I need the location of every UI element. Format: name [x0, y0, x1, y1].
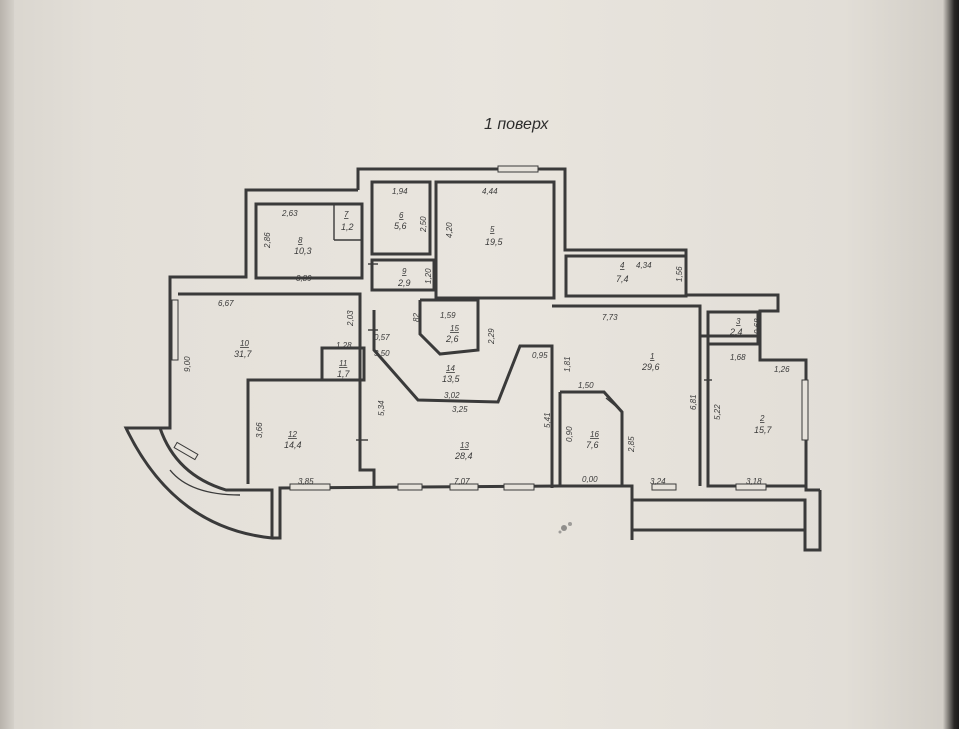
windows [171, 165, 809, 491]
room-1-area: 29,6 [641, 362, 660, 372]
dimension: 5,22 [713, 404, 722, 420]
dimension: 7,73 [602, 313, 618, 322]
room-9-number: 9 [402, 267, 407, 276]
dimension: 3,85 [298, 477, 314, 486]
dimension: 4,44 [482, 187, 498, 196]
dimension: 82 [412, 313, 421, 322]
dimension: 3,24 [650, 477, 666, 486]
dimension: 3,02 [444, 391, 460, 400]
door-marks [248, 263, 712, 441]
room-labels: 1 29,6 2 15,7 3 2,4 4 7,4 5 19,5 6 5,6 7… [234, 210, 773, 461]
room-3-area: 2,4 [729, 327, 743, 337]
dimension: 7,07 [454, 477, 470, 486]
room-14-area: 13,5 [442, 374, 461, 384]
dimension: 1,56 [675, 266, 684, 282]
dimension: 2,63 [281, 209, 298, 218]
dimension: 2,86 [263, 232, 272, 249]
dimension: 3,66 [255, 422, 264, 438]
dimension: 1,81 [563, 356, 572, 372]
room-7-number: 7 [344, 210, 349, 219]
room-2-number: 2 [759, 414, 765, 423]
room-14-number: 14 [446, 364, 455, 373]
dimension: 0,90 [565, 426, 574, 442]
dimension: 3,89 [296, 274, 312, 283]
floor-title: 1 поверх [484, 116, 549, 133]
dimension: 2,29 [487, 328, 496, 345]
dimension: 5,41 [543, 412, 552, 428]
room-8-number: 8 [298, 236, 303, 245]
dimension: 4,20 [445, 222, 454, 238]
sheet-left-edge [0, 0, 14, 729]
ink-smudge [558, 522, 572, 534]
outer-walls [123, 167, 822, 552]
dimension: 2,85 [627, 436, 636, 453]
room-4-number: 4 [620, 261, 625, 270]
room-3-number: 3 [736, 317, 741, 326]
dimension: 1,68 [730, 353, 746, 362]
room-4-area: 7,4 [616, 274, 629, 284]
dimension: 0,00 [582, 475, 598, 484]
room-13-number: 13 [460, 441, 469, 450]
room-16-area: 7,6 [586, 440, 599, 450]
room-1-number: 1 [650, 352, 654, 361]
dimension-labels: 1,94 4,44 2,63 2,50 4,20 2,86 3,89 1,20 … [183, 187, 790, 486]
room-9-area: 2,9 [397, 278, 411, 288]
dimension: 1,50 [578, 381, 594, 390]
room-10-number: 10 [240, 339, 249, 348]
dimension: 2,50 [419, 216, 428, 233]
room-6-number: 6 [399, 211, 404, 220]
dimension: 1,20 [424, 268, 433, 284]
room-12-number: 12 [288, 430, 297, 439]
room-2-area: 15,7 [754, 425, 773, 435]
dimension: 0,95 [532, 351, 548, 360]
dimension: 2,03 [346, 310, 355, 327]
dimension: 5,34 [377, 400, 386, 416]
dimension: 9,00 [183, 356, 192, 372]
dimension: 0,68 [753, 318, 762, 334]
room-10-area: 31,7 [234, 349, 253, 359]
dimension: 0,57 [374, 333, 390, 342]
room-7-area: 1,2 [341, 222, 354, 232]
dimension: 4,34 [636, 261, 652, 270]
dimension: 1,28 [336, 341, 352, 350]
room-15-area: 2,6 [445, 334, 459, 344]
dimension: 1,26 [774, 365, 790, 374]
sheet-right-edge [943, 0, 959, 729]
room-13-area: 28,4 [454, 451, 473, 461]
room-12-area: 14,4 [284, 440, 302, 450]
room-5-number: 5 [490, 225, 495, 234]
dimension: 3,50 [374, 349, 390, 358]
dimension: 1,94 [392, 187, 408, 196]
dimension: 3,25 [452, 405, 468, 414]
dimension: 1,59 [440, 311, 456, 320]
interior-walls [178, 180, 806, 488]
dimension: 6,67 [218, 299, 234, 308]
dimension: 3,18 [746, 477, 762, 486]
dimension: 6,81 [689, 394, 698, 410]
room-6-area: 5,6 [394, 221, 407, 231]
room-8-area: 10,3 [294, 246, 312, 256]
room-5-area: 19,5 [485, 237, 504, 247]
room-11-area: 1,7 [337, 369, 351, 379]
room-16-number: 16 [590, 430, 599, 439]
room-11-number: 11 [339, 359, 347, 368]
room-15-number: 15 [450, 324, 459, 333]
